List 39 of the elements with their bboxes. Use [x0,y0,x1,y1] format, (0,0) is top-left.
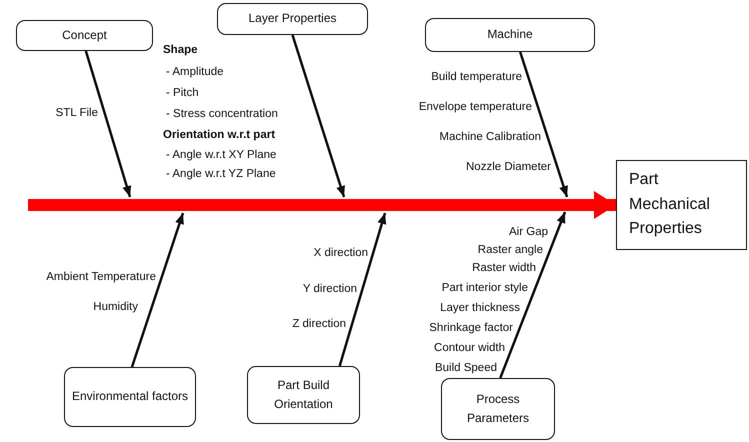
cause-label: STL File [56,106,98,120]
cause-label: Raster angle [478,243,543,257]
arrow [291,34,346,198]
cause-label: Build Speed [434,361,497,375]
cause-label: - Pitch [166,86,199,100]
category-box: Concept [16,20,153,51]
cause-label: - Angle w.r.t XY Plane [166,148,276,162]
cause-label: - Stress concentration [166,107,278,121]
cause-label: Layer thickness [440,301,520,315]
cause-label: X direction [314,246,368,260]
cause-label: Envelope temperature [418,100,532,114]
spine-arrow [28,191,616,219]
arrow [130,212,184,368]
cause-label: Air Gap [509,225,548,239]
cause-label: Part interior style [442,281,528,295]
category-box: Machine [425,18,595,52]
cause-label: Nozzle Diameter [466,160,551,174]
cause-label: Shrinkage factor [429,321,513,335]
effect-box: Part Mechanical Properties [616,160,747,250]
arrow [499,212,566,378]
category-box: Layer Properties [217,3,368,35]
cause-label: Z direction [292,317,346,331]
category-box: Environmental factors [64,367,196,427]
category-box: Part Build Orientation [247,366,360,424]
cause-label: Contour width [434,341,505,355]
cause-label: - Angle w.r.t YZ Plane [166,167,276,181]
arrow [84,50,132,198]
cause-label: Raster width [472,261,536,275]
arrow [338,212,386,366]
cause-heading: Orientation w.r.t part [163,128,276,142]
cause-label: Y direction [302,282,357,296]
category-box: Process Parameters [441,378,555,440]
cause-label: Machine Calibration [439,130,541,144]
cause-heading: Shape [163,43,198,57]
cause-label: - Amplitude [166,65,224,79]
cause-label: Build temperature [431,70,522,84]
cause-label: Ambient Temperature [46,270,156,284]
cause-label: Humidity [93,300,138,314]
arrow [519,52,568,198]
